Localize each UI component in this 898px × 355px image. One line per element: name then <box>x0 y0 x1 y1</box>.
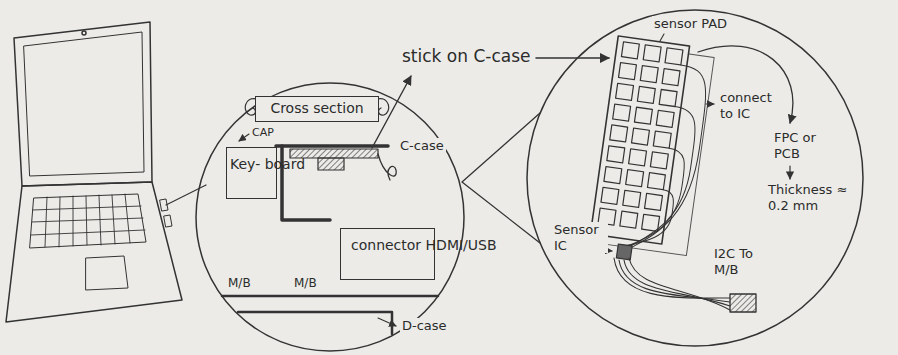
zoom-circle <box>196 83 464 351</box>
leader-arrow <box>698 46 793 123</box>
keyboard-box: Key- board <box>226 147 277 199</box>
leader-line <box>660 34 664 41</box>
note-text: FPC or PCB <box>772 130 826 161</box>
sensor-strip <box>290 149 378 158</box>
signal-name: I2C To M/B <box>712 246 770 277</box>
leader-arrow <box>536 57 609 59</box>
sensor-ic-block <box>318 158 344 170</box>
part-name: C-case <box>398 138 446 154</box>
mainboard-line <box>222 295 438 298</box>
leader-arrow <box>789 166 790 179</box>
d-case-wall <box>238 312 392 334</box>
part-name: CAP <box>250 126 276 139</box>
box-text: connector HDMI/USB <box>351 237 424 253</box>
connector-box: connector HDMI/USB <box>340 228 435 280</box>
dimension-text: Thickness ≈ 0.2 mm <box>766 182 850 213</box>
banner-box: Cross section <box>255 96 379 122</box>
part-name: M/B <box>292 276 319 290</box>
note-text: connect to IC <box>718 90 786 121</box>
c-case-wall <box>276 144 388 148</box>
part-name: Sensor IC <box>552 222 608 253</box>
box-text: Key- board <box>230 156 273 172</box>
box-text: Cross section <box>264 100 370 116</box>
zoom-line <box>462 113 540 243</box>
leader-arrow <box>378 318 396 326</box>
part-name: sensor PAD <box>652 16 729 32</box>
zoom-circle <box>527 10 863 346</box>
leader-arrow <box>239 134 249 141</box>
laptop-drawing <box>6 22 206 322</box>
fpc-loop <box>378 154 396 180</box>
part-name: D-case <box>400 318 449 334</box>
note-text: stick on C-case <box>400 46 533 66</box>
leader-arrow <box>706 103 714 104</box>
part-name: M/B <box>226 276 253 290</box>
